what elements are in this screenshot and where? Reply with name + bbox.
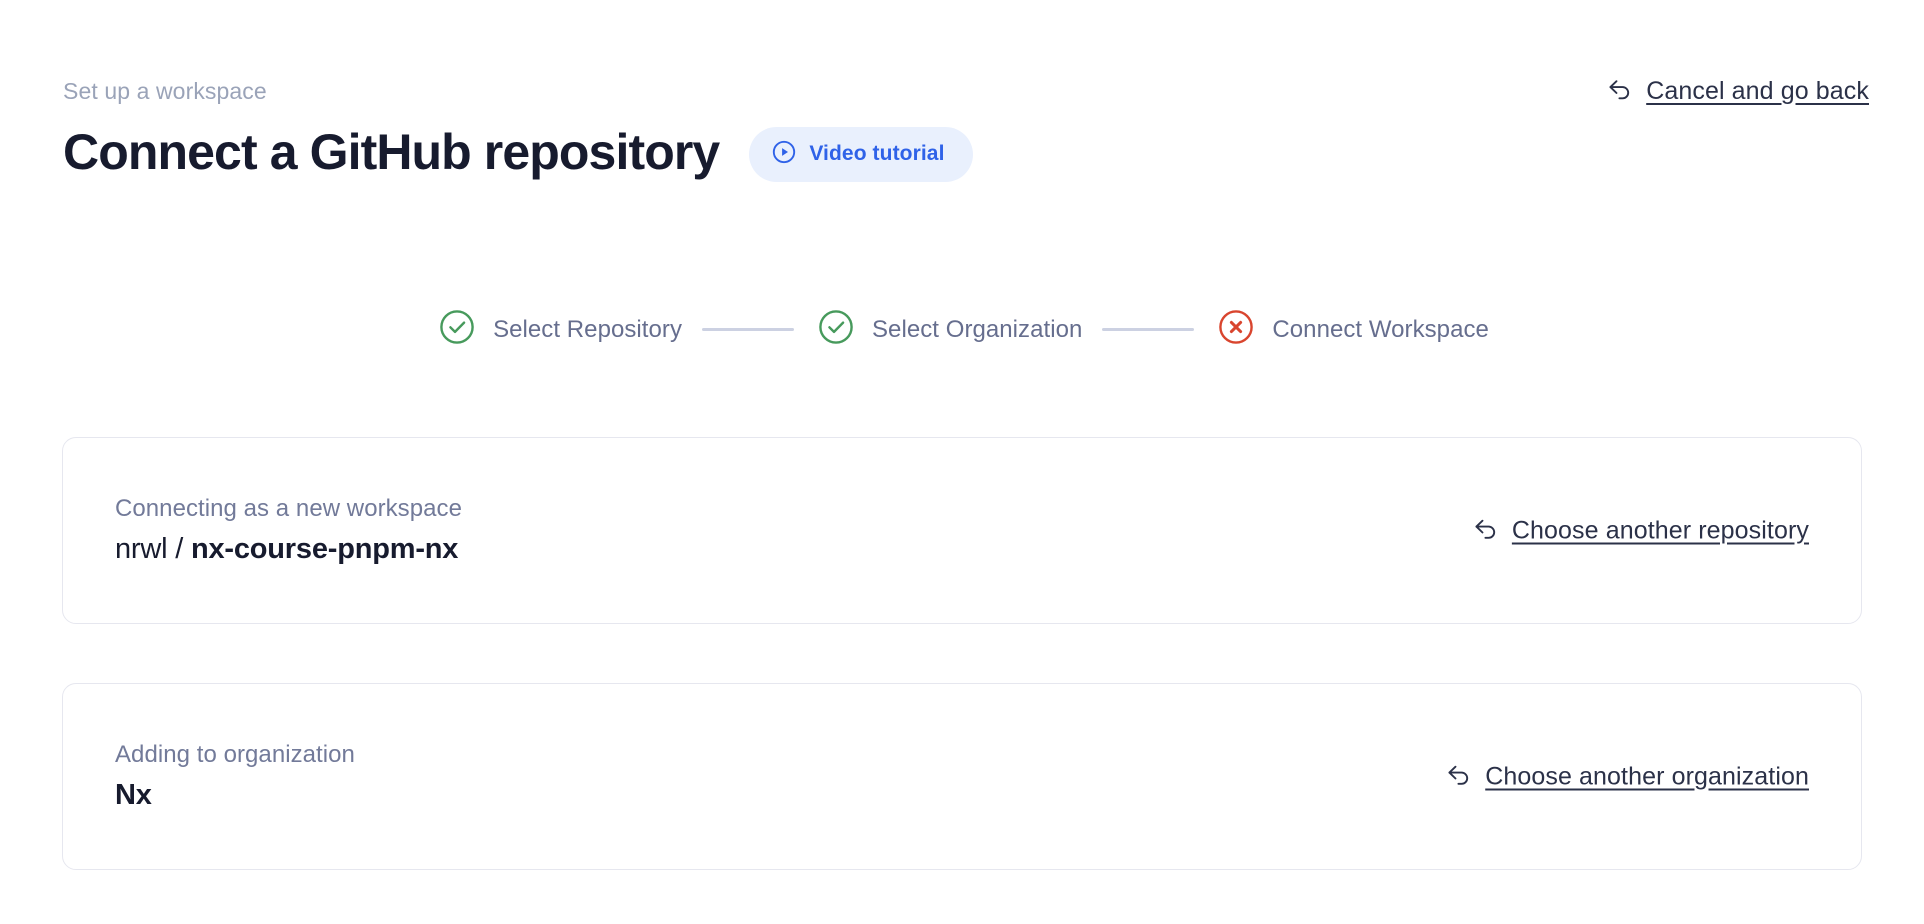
step-select-organization[interactable]: Select Organization [814, 305, 1082, 354]
repository-card: Connecting as a new workspace nrwl / nx-… [62, 437, 1862, 624]
back-arrow-icon [1472, 515, 1500, 546]
choose-another-repository-label: Choose another repository [1511, 516, 1809, 544]
step-connector-1 [702, 328, 794, 331]
x-circle-icon [1214, 305, 1258, 354]
title-row: Connect a GitHub repository Video tutori… [63, 122, 1869, 182]
organization-card-caption: Adding to organization [115, 741, 355, 769]
organization-card: Adding to organization Nx Choose another… [62, 683, 1862, 870]
repository-card-caption: Connecting as a new workspace [115, 495, 462, 523]
repository-card-inner: Connecting as a new workspace nrwl / nx-… [63, 438, 1861, 623]
cancel-and-go-back-label: Cancel and go back [1646, 77, 1869, 105]
organization-card-inner: Adding to organization Nx Choose another… [63, 684, 1861, 869]
check-circle-icon [435, 305, 479, 354]
step-label-select-organization: Select Organization [872, 315, 1083, 343]
page-title: Connect a GitHub repository [63, 123, 720, 180]
page-header: Set up a workspace Connect a GitHub repo… [63, 78, 1869, 182]
cancel-and-go-back-link[interactable]: Cancel and go back [1606, 76, 1869, 107]
choose-another-organization-link[interactable]: Choose another organization [1445, 761, 1809, 792]
repository-card-value: nrwl / nx-course-pnpm-nx [115, 533, 462, 566]
video-tutorial-label: Video tutorial [809, 142, 945, 166]
choose-another-repository-link[interactable]: Choose another repository [1472, 515, 1809, 546]
step-select-repository[interactable]: Select Repository [435, 305, 682, 354]
repository-card-text: Connecting as a new workspace nrwl / nx-… [115, 495, 462, 566]
step-label-connect-workspace: Connect Workspace [1272, 315, 1489, 343]
play-circle-icon [771, 139, 797, 170]
progress-stepper: Select Repository Select Organization Co… [0, 305, 1924, 354]
organization-card-text: Adding to organization Nx [115, 741, 355, 812]
organization-name: Nx [115, 778, 152, 811]
breadcrumb: Set up a workspace [63, 78, 267, 104]
repository-name: nx-course-pnpm-nx [190, 532, 459, 565]
back-arrow-icon [1606, 76, 1634, 107]
back-arrow-icon [1445, 761, 1473, 792]
step-label-select-repository: Select Repository [493, 315, 682, 343]
step-connector-2 [1102, 328, 1195, 331]
check-circle-icon [814, 305, 858, 354]
video-tutorial-button[interactable]: Video tutorial [749, 126, 973, 182]
choose-another-organization-label: Choose another organization [1485, 762, 1809, 790]
step-connect-workspace[interactable]: Connect Workspace [1214, 305, 1489, 354]
repository-owner: nrwl / [115, 532, 191, 565]
